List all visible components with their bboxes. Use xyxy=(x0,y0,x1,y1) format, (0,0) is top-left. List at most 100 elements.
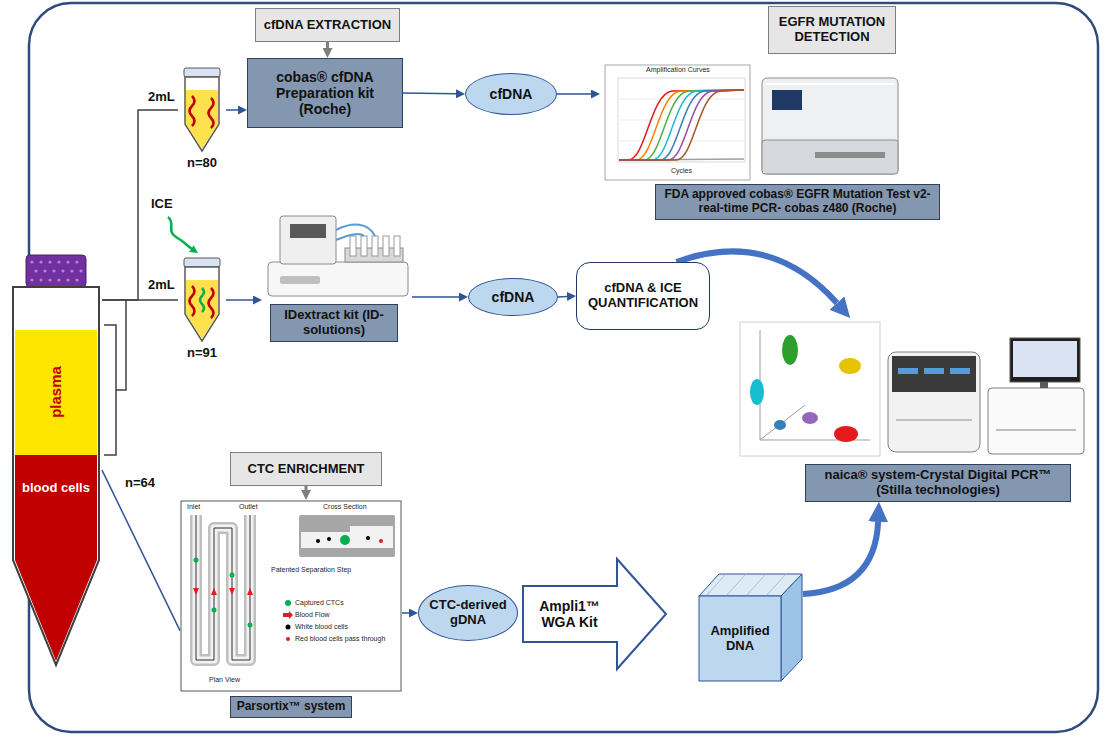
dna-cube: Amplified DNA xyxy=(698,572,803,682)
parsortix-schematic xyxy=(181,501,401,691)
tube-outline-part xyxy=(39,260,42,263)
annotation-label: Outlet xyxy=(238,503,259,511)
tube-outline-part xyxy=(15,330,97,455)
parsortix-schematic-part xyxy=(283,611,293,619)
naica-instruments-part xyxy=(1010,338,1080,382)
tube-outline xyxy=(178,258,226,342)
tube-outline-part xyxy=(200,288,204,312)
annotation-label: Red blood cells pass through xyxy=(294,635,386,643)
header-text: CTC ENRICHMENT xyxy=(236,462,376,477)
annotation-label: Cycles xyxy=(670,167,693,175)
box-text: cfDNA & ICE QUANTIFICATION xyxy=(581,281,705,311)
plasma-aliquot-tube: 2mLn=91 xyxy=(178,258,226,342)
quantification-box: cfDNA & ICE QUANTIFICATION xyxy=(576,262,710,330)
amplification-chart-part xyxy=(619,90,744,160)
volume-label: 2mL xyxy=(148,278,175,293)
tube-outline-part xyxy=(66,260,69,263)
ice-spike-arrow xyxy=(168,217,192,249)
parsortix-schematic-part xyxy=(247,588,253,595)
tube-outline-part xyxy=(57,278,60,281)
amplification-chart-part xyxy=(605,65,750,180)
tube-outline-part xyxy=(184,68,220,77)
amplification-chart-part xyxy=(619,90,744,160)
parsortix-schematic-part xyxy=(248,623,253,628)
tube-outline-part xyxy=(66,278,69,281)
naica-instruments-part xyxy=(892,356,976,392)
cube-text: Amplified DNA xyxy=(699,596,781,681)
connector-label: n=64 xyxy=(124,476,156,490)
tube-outline-part xyxy=(70,269,73,272)
idextract-device-part xyxy=(372,236,378,256)
idextract-panel: IDextract kit (ID-solutions) xyxy=(262,212,412,342)
parsortix-schematic-part xyxy=(316,539,320,543)
naica-instruments-part xyxy=(898,368,918,374)
tube-outline-part xyxy=(184,258,220,267)
amplification-chart-part xyxy=(619,90,744,160)
tube-layer-label: blood cells xyxy=(10,481,102,496)
tube-outline-part xyxy=(30,260,33,263)
cobas-z480-instrument xyxy=(762,78,898,174)
parsortix-schematic-part xyxy=(285,600,291,606)
sample-count: n=91 xyxy=(162,346,242,361)
idextract-device-part xyxy=(336,234,364,240)
caption-box: IDextract kit (ID-solutions) xyxy=(270,304,398,342)
plasma-aliquot-tube: 2mLn=80 xyxy=(178,68,226,152)
block-arrow: Ampli1™ WGA Kit xyxy=(522,558,667,670)
amplification-chart xyxy=(605,65,750,180)
tube-outline-part xyxy=(186,280,218,339)
parsortix-schematic-part xyxy=(300,548,394,556)
egfr-test-panel: FDA approved cobas® EGFR Mutation Test v… xyxy=(600,62,945,220)
naica-scatter-plot-part xyxy=(740,322,880,456)
parsortix-schematic-part xyxy=(193,588,199,595)
connector xyxy=(403,92,456,94)
connector xyxy=(102,299,178,301)
parsortix-schematic-part xyxy=(194,558,199,563)
tube-outline-part xyxy=(48,260,51,263)
annotation-label: Plan View xyxy=(208,676,241,684)
naica-scatter-plot-part xyxy=(839,358,861,374)
naica-scatter-plot-part xyxy=(834,426,858,442)
annotation-label: Blood Flow xyxy=(294,611,331,619)
tube-outline-part xyxy=(209,288,214,318)
connector xyxy=(102,110,178,300)
parsortix-schematic-part xyxy=(379,539,383,543)
naica-instruments-part xyxy=(996,429,1076,431)
tube-outline-part xyxy=(39,278,42,281)
idextract-device-part xyxy=(268,262,408,296)
idextract-device xyxy=(268,216,408,296)
ellipse-text: cfDNA xyxy=(474,86,548,102)
naica-instruments-part xyxy=(888,352,980,452)
volume-label: 2mL xyxy=(148,90,175,105)
plasma-bracket xyxy=(104,300,126,455)
tube-outline-part xyxy=(79,269,82,272)
product-ellipse: cfDNA xyxy=(468,278,558,316)
tube-outline-part xyxy=(52,269,55,272)
parsortix-schematic-part xyxy=(340,535,350,545)
illustration-space xyxy=(180,500,402,692)
idextract-device-part xyxy=(290,224,326,238)
tube-outline-part xyxy=(57,260,60,263)
illustration-space xyxy=(735,318,1095,460)
parsortix-schematic-part xyxy=(196,515,250,660)
idextract-device-part xyxy=(394,236,400,256)
box-text: cobas® cfDNA Preparation kit (Roche) xyxy=(254,69,396,117)
idextract-device-part xyxy=(361,236,367,256)
sample-count: n=80 xyxy=(162,156,242,171)
cobas-z480-instrument-part xyxy=(772,90,802,110)
annotation-label: Inlet xyxy=(186,503,201,511)
idextract-device-part xyxy=(383,236,389,256)
tube-outline xyxy=(10,255,102,667)
naica-instruments-part xyxy=(950,368,970,374)
connector xyxy=(558,296,567,298)
header-text: EGFR MUTATION DETECTION xyxy=(774,15,890,45)
annotation-label: White blood cells xyxy=(294,623,349,631)
parsortix-schematic-part xyxy=(286,637,290,641)
naica-scatter-plot-part xyxy=(774,420,786,430)
tube-outline-part xyxy=(30,278,33,281)
ellipse-text: CTC-derived gDNA xyxy=(427,598,509,628)
caption-box: Parsortix™ system xyxy=(230,696,352,718)
outer-frame xyxy=(29,3,1098,732)
cobas-z480-instrument-part xyxy=(815,152,885,158)
tube-outline-part xyxy=(61,269,64,272)
tube-outline-part xyxy=(75,278,78,281)
